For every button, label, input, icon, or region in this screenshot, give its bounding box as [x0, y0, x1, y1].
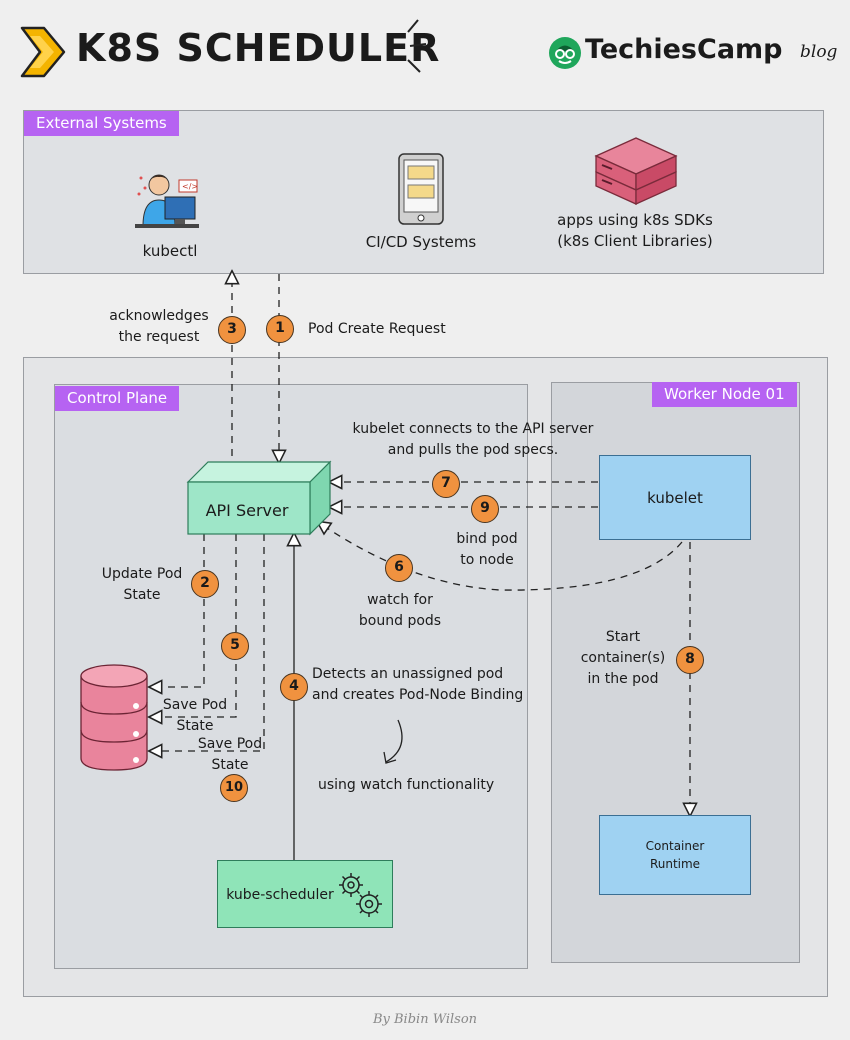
- start-container-line2: container(s): [580, 650, 666, 666]
- watch-label-line2: bound pods: [358, 613, 442, 629]
- detects-line2: and creates Pod-Node Binding: [312, 687, 524, 703]
- brand-suffix: blog: [800, 42, 838, 62]
- start-container-line1: Start: [605, 629, 641, 645]
- kubelet-label: kubelet: [647, 489, 703, 507]
- techiescamp-logo-icon: [549, 37, 581, 69]
- arrow-update-state: [150, 534, 205, 687]
- arrow-watch: [318, 522, 683, 591]
- ack-label-line2: the request: [118, 329, 200, 345]
- step-1-badge: 1: [266, 315, 294, 343]
- kube-scheduler-box: [217, 860, 393, 928]
- container-runtime-box: [599, 815, 751, 895]
- update-state-line1: Update Pod: [101, 566, 183, 582]
- cicd-label: CI/CD Systems: [365, 233, 477, 251]
- api-server-box: [186, 460, 332, 536]
- save-state-1-line1: Save Pod: [162, 697, 228, 713]
- step-6-badge: 6: [385, 554, 413, 582]
- sdk-label-line1: apps using k8s SDKs: [557, 211, 713, 229]
- container-runtime-label-line1: Container: [645, 839, 705, 853]
- bind-pod-line2: to node: [460, 552, 514, 568]
- step-4-badge: 4: [280, 673, 308, 701]
- arrow-save-state-1: [150, 534, 237, 717]
- api-server-label: API Server: [205, 501, 289, 520]
- ack-label-line1: acknowledges: [109, 308, 209, 324]
- start-container-line3: in the pod: [587, 671, 659, 687]
- sparkle-lines-icon: [407, 19, 427, 73]
- watch-label-line1: watch for: [367, 592, 433, 608]
- kubelet-connects-line1: kubelet connects to the API server: [352, 421, 594, 437]
- arrow-using-watch: [385, 719, 403, 763]
- container-runtime-label-line2: Runtime: [649, 857, 701, 871]
- step-2-badge: 2: [191, 570, 219, 598]
- kubectl-label: kubectl: [142, 242, 198, 260]
- cicd-device-icon: [398, 153, 444, 225]
- worker-node-tag: Worker Node 01: [652, 382, 797, 407]
- control-plane-tag: Control Plane: [55, 386, 180, 411]
- save-state-2-line1: Save Pod: [197, 736, 263, 752]
- update-state-line2: State: [123, 587, 161, 603]
- arrow-save-state-2: [150, 534, 265, 751]
- kubelet-connects-line2: and pulls the pod specs.: [387, 442, 559, 458]
- step-10-badge: 10: [220, 774, 248, 802]
- page-title: K8S SCHEDULER: [76, 26, 441, 70]
- kubelet-box: [599, 455, 751, 540]
- gears-icon: [339, 873, 382, 917]
- step-3-badge: 3: [218, 316, 246, 344]
- step-7-badge: 7: [432, 470, 460, 498]
- detects-line1: Detects an unassigned pod: [312, 666, 504, 682]
- save-state-2-line2: State: [211, 757, 249, 773]
- step-5-badge: 5: [221, 632, 249, 660]
- author-credit: By Bibin Wilson: [372, 1012, 478, 1027]
- bind-pod-line1: bind pod: [456, 531, 518, 547]
- developer-icon: </>: [135, 174, 199, 228]
- etcd-database-icon: [80, 664, 148, 771]
- step-9-badge: 9: [471, 495, 499, 523]
- svg-text:</>: </>: [182, 182, 198, 191]
- external-systems-tag: External Systems: [24, 111, 179, 136]
- sdk-label-line2: (k8s Client Libraries): [557, 232, 713, 250]
- using-watch-label: using watch functionality: [318, 777, 495, 793]
- server-rack-icon: [594, 137, 678, 206]
- brand-name: TechiesCamp: [585, 34, 783, 65]
- chevron-logo-icon: [20, 26, 66, 78]
- save-state-1-line2: State: [176, 718, 214, 734]
- pod-create-label: Pod Create Request: [308, 321, 446, 337]
- step-8-badge: 8: [676, 646, 704, 674]
- kube-scheduler-label: kube-scheduler: [226, 887, 334, 903]
